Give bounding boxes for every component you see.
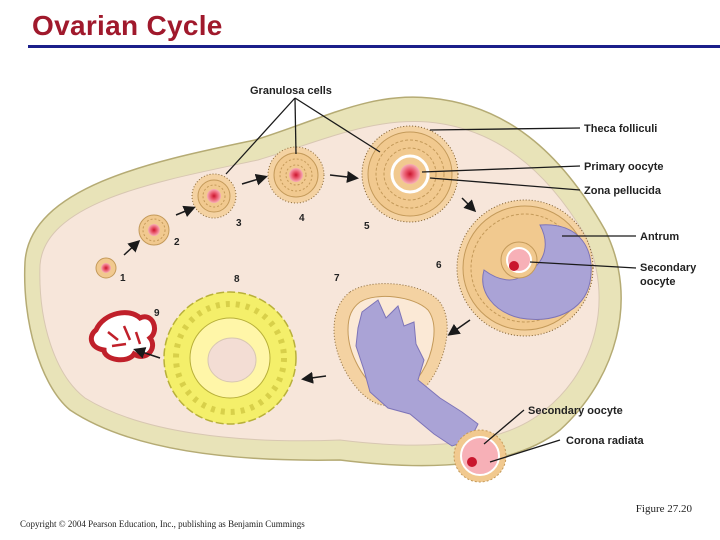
copyright-notice: Copyright © 2004 Pearson Education, Inc.… (20, 519, 305, 529)
stage-7-ruptured-follicle (333, 283, 479, 447)
leader-lines (225, 97, 637, 463)
stage-5-follicle (361, 125, 459, 223)
stage-number-3: 3 (236, 218, 242, 229)
label-secondary-oocyte-line1: Secondary (640, 262, 697, 274)
label-primary-oocyte: Primary oocyte (584, 161, 663, 173)
ovulated-fluid (355, 299, 479, 447)
stage-number-7: 7 (334, 273, 340, 284)
label-secondary-oocyte-bottom: Secondary oocyte (528, 405, 623, 417)
ovulated-oocyte (453, 429, 507, 483)
stage-number-1: 1 (120, 273, 126, 284)
stage-number-9: 9 (154, 308, 160, 319)
stage-number-8: 8 (234, 274, 240, 285)
label-corona-radiata: Corona radiata (566, 435, 645, 447)
stage-number-2: 2 (174, 237, 180, 248)
label-theca-folliculi: Theca folliculi (584, 123, 657, 135)
stage-4-follicle (267, 146, 325, 204)
title-rule (28, 45, 720, 48)
stage-1-follicle (95, 257, 117, 279)
stage-6-follicle (456, 199, 594, 337)
cycle-arrows (123, 171, 477, 384)
stage-8-corpus-luteum (163, 291, 297, 425)
stage-number-6: 6 (436, 260, 442, 271)
slide-title: Ovarian Cycle (32, 10, 223, 41)
stage-3-follicle (191, 173, 237, 219)
label-antrum: Antrum (640, 231, 679, 243)
stage-number-4: 4 (299, 213, 305, 224)
figure-caption: Figure 27.20 (635, 503, 692, 515)
label-granulosa-cells: Granulosa cells (250, 85, 332, 97)
label-secondary-oocyte-line2: oocyte (640, 276, 675, 288)
label-zona-pellucida: Zona pellucida (584, 185, 662, 197)
stage-number-5: 5 (364, 221, 370, 232)
stage-2-follicle (138, 214, 170, 246)
